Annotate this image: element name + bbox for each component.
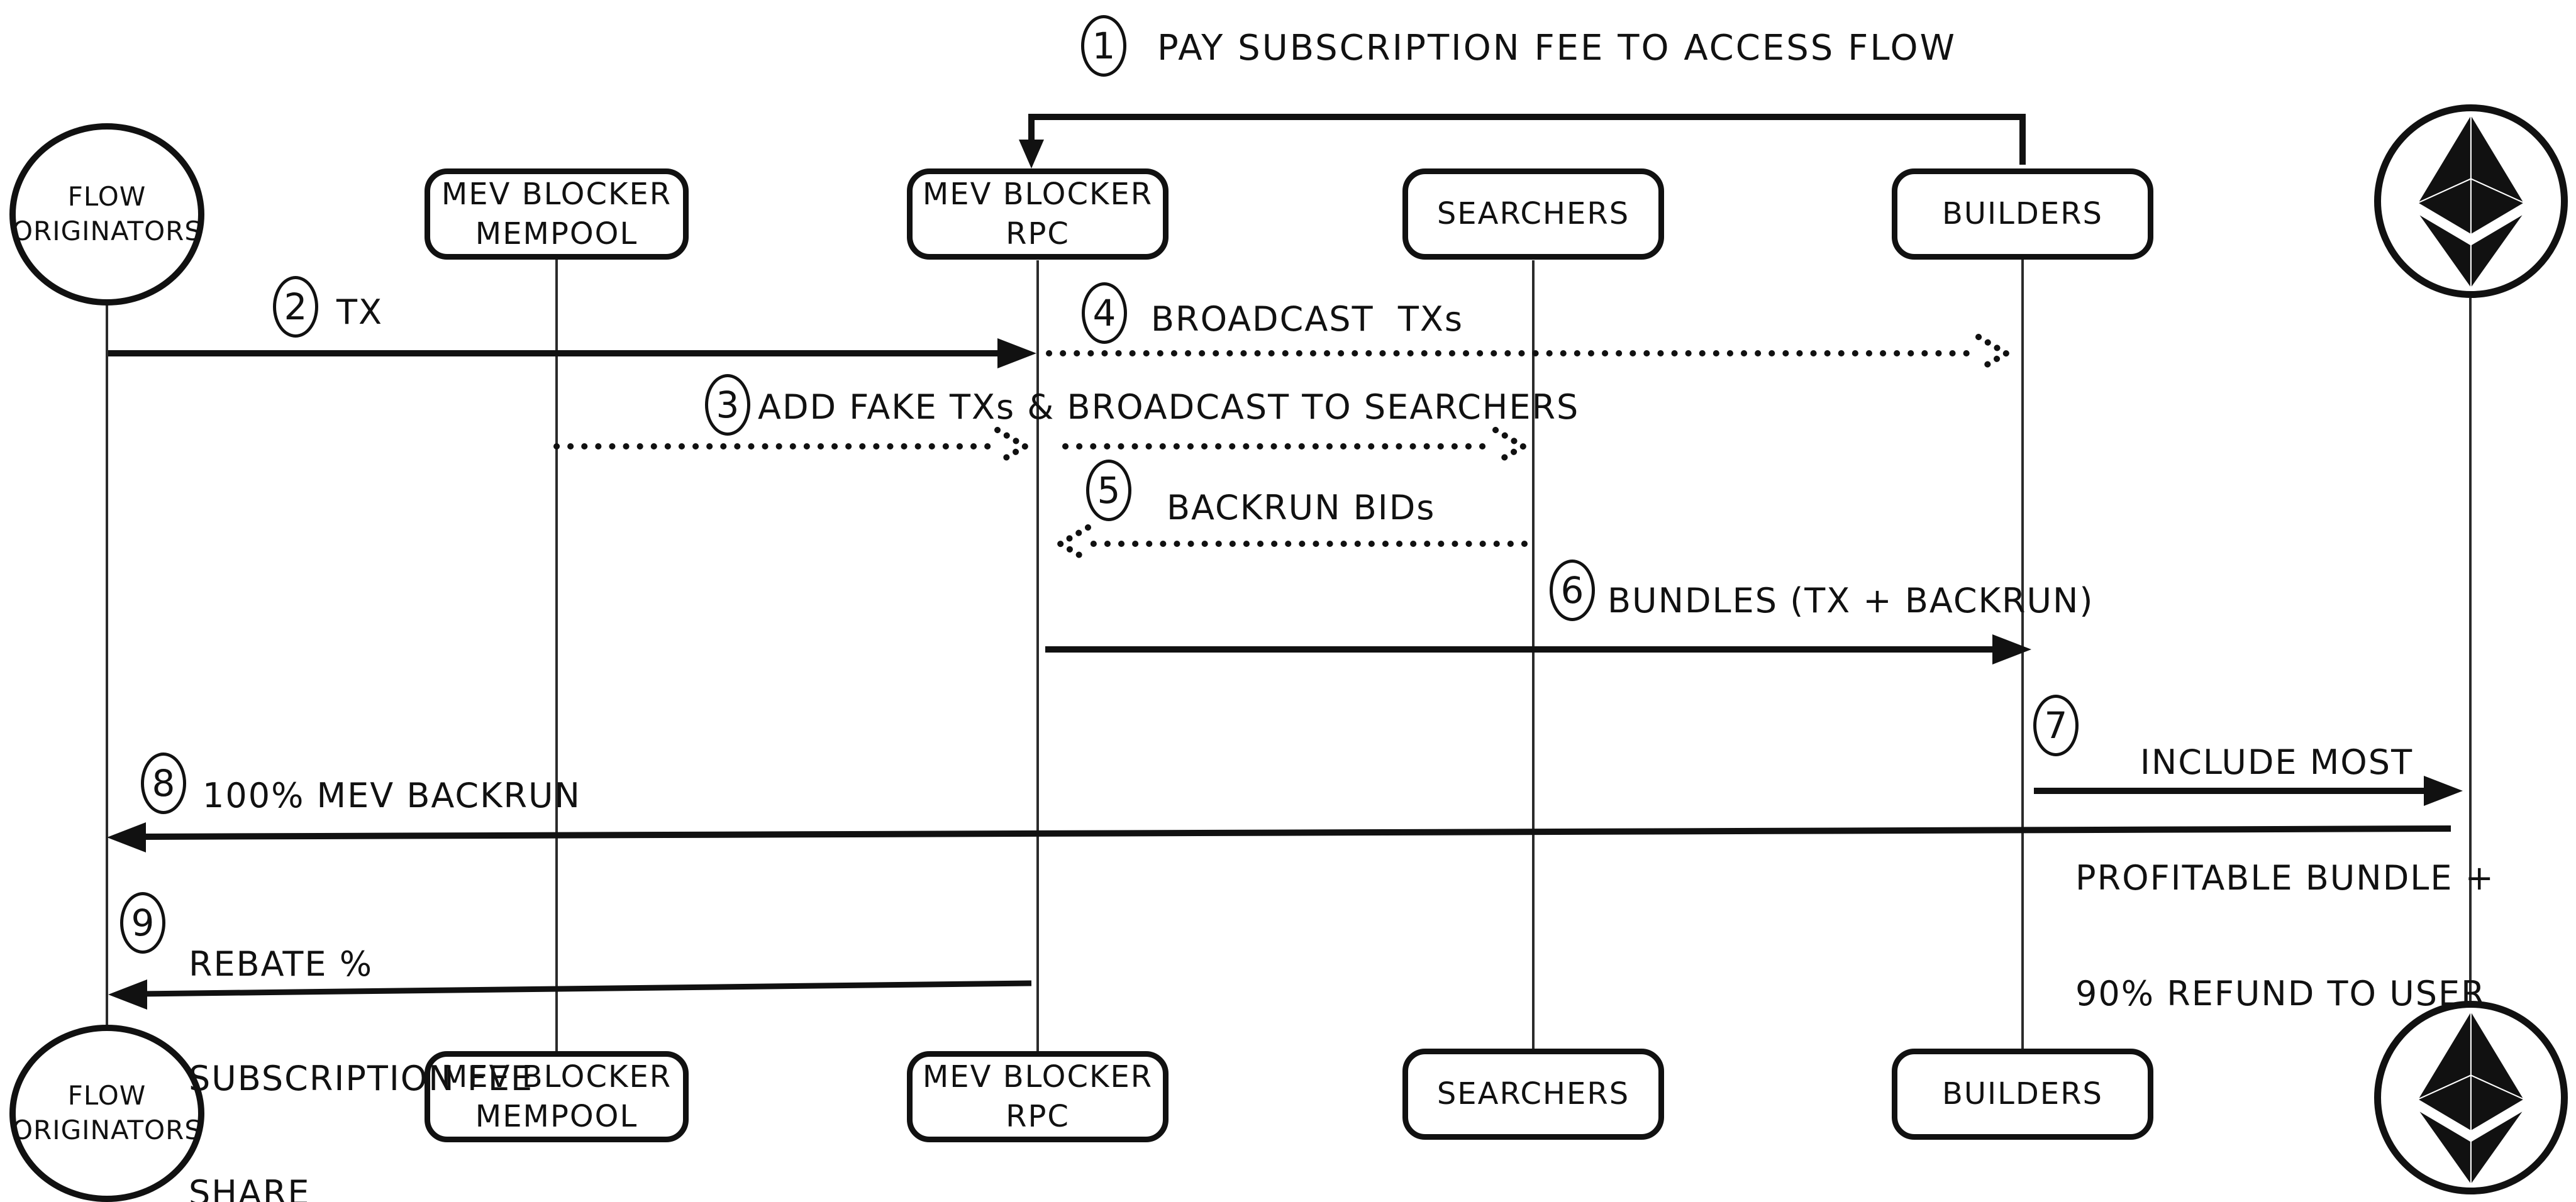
actor-label: MEV BLOCKER (922, 1059, 1153, 1095)
arrow-msg2 (108, 338, 1036, 368)
actor-label: ORIGINATORS (12, 1115, 203, 1145)
msg6-label: BUNDLES (TX + BACKRUN) (1607, 581, 2094, 620)
arrow-msg8 (107, 822, 2451, 852)
actor-label: FLOW (67, 1080, 147, 1111)
actor-label: MEV BLOCKER (441, 1059, 672, 1095)
msg5-label: BACKRUN BIDs (1167, 488, 1436, 527)
title-label: PAY SUBSCRIPTION FEE TO ACCESS FLOW (1157, 28, 1957, 69)
actor-ethereum-bottom (2374, 1001, 2568, 1194)
arrow-msg7 (2034, 776, 2463, 806)
msg7-line-1: INCLUDE MOST (2140, 742, 2414, 782)
arrow-msg1 (1019, 114, 2026, 168)
actor-searchers-top: SEARCHERS (1402, 168, 1664, 260)
actor-label: RPC (1006, 1098, 1070, 1134)
actor-label: SEARCHERS (1436, 1076, 1630, 1112)
arrow-msg3 (553, 427, 1530, 466)
actor-label: ORIGINATORS (12, 216, 203, 246)
ethereum-icon (2418, 114, 2524, 289)
msg9-label: REBATE % SUBSCRIPTION FEE SHARE (189, 868, 533, 1202)
msg3-label: ADD FAKE TXs & BROADCAST TO SEARCHERS (758, 387, 1580, 427)
step-badge-6: 6 (1550, 560, 1595, 621)
step-badge-4: 4 (1082, 282, 1127, 344)
msg7-label: INCLUDE MOST PROFITABLE BUNDLE + 90% REF… (2075, 665, 2495, 1091)
actor-label: MEV BLOCKER (441, 177, 672, 212)
step-badge-5: 5 (1086, 460, 1131, 521)
actor-builders-top: BUILDERS (1892, 168, 2153, 260)
actor-label: SEARCHERS (1436, 196, 1630, 232)
step-badge-3: 3 (705, 374, 750, 436)
ethereum-icon (2418, 1010, 2524, 1185)
actor-searchers-bottom: SEARCHERS (1402, 1049, 1664, 1140)
actor-label: BUILDERS (1941, 196, 2104, 232)
step-badge-8: 8 (141, 753, 186, 814)
actor-flow-originators-top: FLOW ORIGINATORS (9, 123, 204, 306)
actor-label: BUILDERS (1941, 1076, 2104, 1112)
step-badge-7: 7 (2033, 695, 2079, 756)
actor-rpc-bottom: MEV BLOCKER RPC (907, 1051, 1169, 1142)
msg7-line-3: 90% REFUND TO USER (2075, 974, 2486, 1013)
actor-label: RPC (1006, 216, 1070, 251)
actor-ethereum-top (2374, 104, 2568, 298)
actor-builders-bottom: BUILDERS (1892, 1049, 2153, 1140)
msg7-line-2: PROFITABLE BUNDLE + (2075, 858, 2495, 898)
msg8-label: 100% MEV BACKRUN (203, 776, 581, 815)
actor-label: FLOW (67, 181, 147, 212)
actor-flow-originators-bottom: FLOW ORIGINATORS (9, 1025, 204, 1202)
msg9-line-1: REBATE % (189, 944, 374, 984)
msg4-label: BROADCAST TXs (1151, 299, 1463, 339)
actor-label: MEV BLOCKER (922, 177, 1153, 212)
actor-label: MEMPOOL (475, 1098, 638, 1134)
actor-mempool-top: MEV BLOCKER MEMPOOL (425, 168, 689, 260)
arrow-msg6 (1045, 634, 2031, 664)
step-badge-2: 2 (273, 276, 318, 338)
step-badge-1: 1 (1081, 15, 1126, 77)
msg2-label: TX (336, 292, 383, 332)
actor-label: MEMPOOL (475, 216, 638, 251)
msg9-line-2: SUBSCRIPTION FEE (189, 1059, 534, 1098)
arrow-msg4 (1046, 334, 2012, 373)
arrow-msg5 (1054, 524, 1528, 563)
step-badge-9: 9 (120, 892, 165, 954)
msg9-line-3: SHARE (189, 1173, 311, 1202)
arrow-msg9 (108, 979, 1032, 1010)
actor-rpc-top: MEV BLOCKER RPC (907, 168, 1169, 260)
actor-mempool-bottom: MEV BLOCKER MEMPOOL (425, 1051, 689, 1142)
